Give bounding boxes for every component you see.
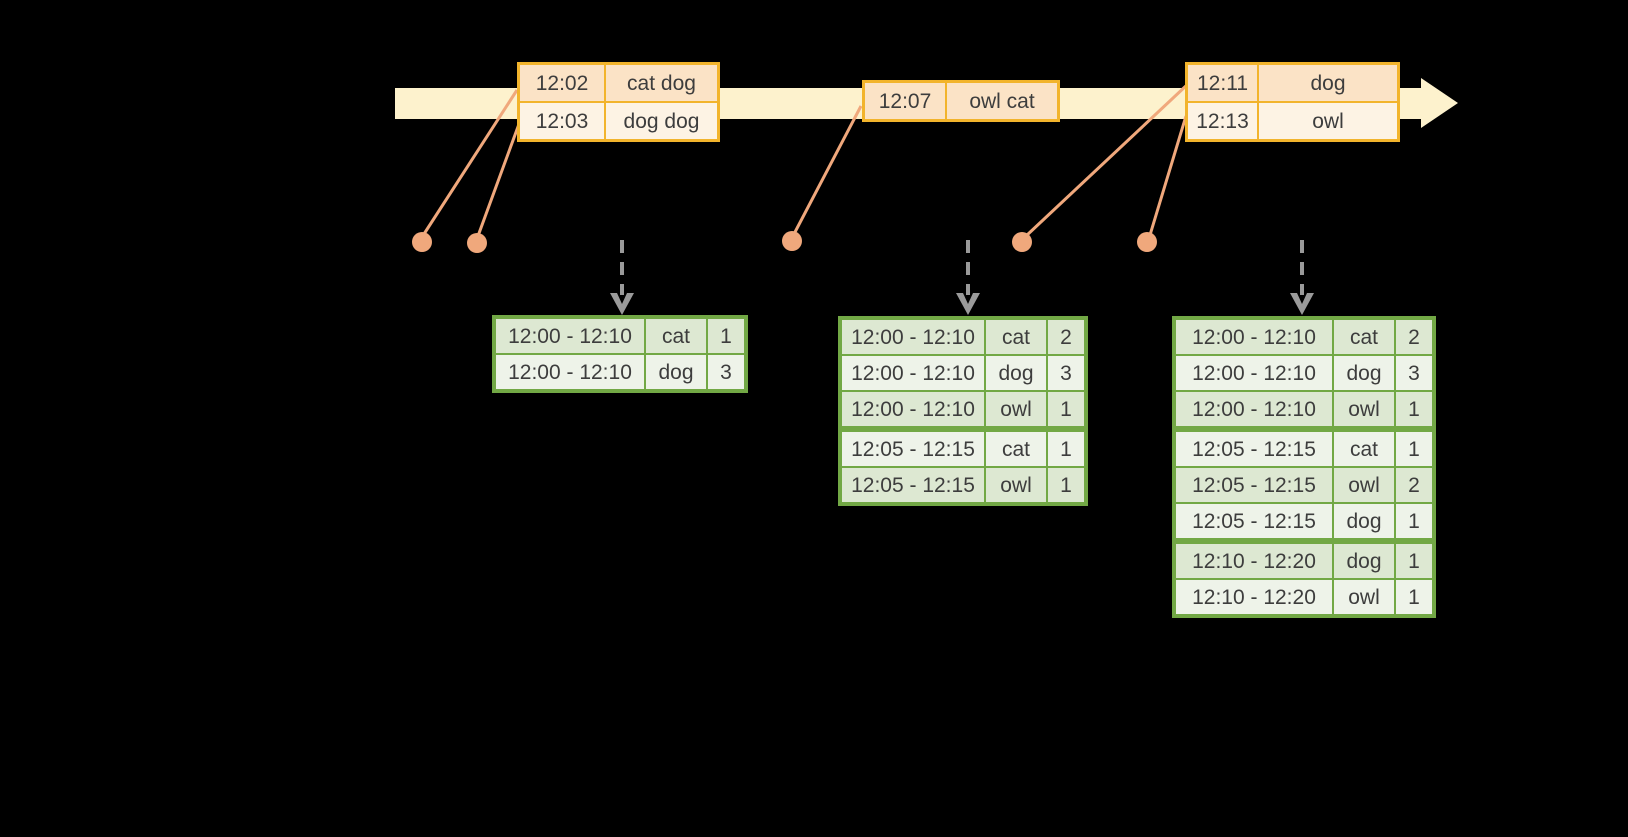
- event-connector-line: [1024, 82, 1190, 238]
- result-cell: owl: [986, 468, 1046, 502]
- result-cell: 12:00 - 12:10: [1176, 392, 1332, 426]
- result-cell: 2: [1048, 320, 1084, 354]
- result-cell: dog: [1334, 504, 1394, 538]
- result-cell: 1: [1396, 580, 1432, 614]
- event-marker-dot: [782, 231, 802, 251]
- result-cell: 2: [1396, 468, 1432, 502]
- event-cell: cat dog: [606, 65, 717, 101]
- trigger-arrow-head: [610, 293, 634, 315]
- result-cell: 12:00 - 12:10: [842, 392, 984, 426]
- event-cell: 12:07: [865, 83, 945, 119]
- result-cell: 12:05 - 12:15: [1176, 432, 1332, 466]
- result-cell: 12:05 - 12:15: [842, 468, 984, 502]
- event-connector-line: [1148, 115, 1188, 236]
- event-cell: dog dog: [606, 103, 717, 139]
- result-cell: 3: [708, 355, 744, 389]
- result-cell: cat: [646, 319, 706, 353]
- trigger-arrow-head: [956, 293, 980, 315]
- result-cell: 12:05 - 12:15: [1176, 468, 1332, 502]
- event-marker-dot: [1137, 232, 1157, 252]
- result-cell: 1: [1396, 504, 1432, 538]
- result-cell: 1: [1048, 432, 1084, 466]
- result-cell: cat: [986, 432, 1046, 466]
- event-marker-dot: [467, 233, 487, 253]
- result-cell: 12:00 - 12:10: [842, 356, 984, 390]
- event-cell: owl cat: [947, 83, 1057, 119]
- event-connector-line: [476, 123, 521, 237]
- result-cell: dog: [1334, 356, 1394, 390]
- event-cell: owl: [1259, 103, 1397, 139]
- result-cell: 12:00 - 12:10: [1176, 356, 1332, 390]
- timeline-arrow-head: [1421, 78, 1458, 128]
- result-cell: 12:00 - 12:10: [496, 319, 644, 353]
- event-connector-line: [422, 89, 519, 235]
- result-cell: 12:00 - 12:10: [842, 320, 984, 354]
- result-cell: owl: [1334, 580, 1394, 614]
- result-cell: 12:05 - 12:15: [842, 432, 984, 466]
- result-cell: dog: [986, 356, 1046, 390]
- result-cell: 3: [1048, 356, 1084, 390]
- result-cell: owl: [1334, 392, 1394, 426]
- event-marker-dot: [412, 232, 432, 252]
- result-cell: dog: [1334, 544, 1394, 578]
- result-cell: 12:10 - 12:20: [1176, 544, 1332, 578]
- event-cell: 12:13: [1188, 103, 1257, 139]
- result-cell: 1: [1048, 468, 1084, 502]
- result-cell: 12:00 - 12:10: [1176, 320, 1332, 354]
- result-cell: cat: [1334, 320, 1394, 354]
- event-cell: 12:03: [520, 103, 604, 139]
- result-cell: owl: [1334, 468, 1394, 502]
- event-cell: dog: [1259, 65, 1397, 101]
- result-cell: cat: [1334, 432, 1394, 466]
- event-marker-dot: [1012, 232, 1032, 252]
- result-cell: owl: [986, 392, 1046, 426]
- result-cell: 12:05 - 12:15: [1176, 504, 1332, 538]
- result-cell: 3: [1396, 356, 1432, 390]
- result-cell: 1: [1396, 544, 1432, 578]
- result-cell: 12:10 - 12:20: [1176, 580, 1332, 614]
- trigger-arrow-head: [1290, 293, 1314, 315]
- result-cell: cat: [986, 320, 1046, 354]
- event-connector-line: [792, 105, 863, 235]
- result-cell: 1: [1048, 392, 1084, 426]
- result-cell: 1: [1396, 392, 1432, 426]
- result-cell: 12:00 - 12:10: [496, 355, 644, 389]
- result-cell: 1: [708, 319, 744, 353]
- event-cell: 12:02: [520, 65, 604, 101]
- result-cell: 2: [1396, 320, 1432, 354]
- result-cell: 1: [1396, 432, 1432, 466]
- result-cell: dog: [646, 355, 706, 389]
- event-cell: 12:11: [1188, 65, 1257, 101]
